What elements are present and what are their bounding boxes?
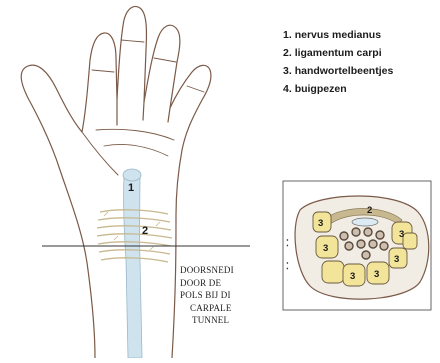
section-label-bone-e: 3: [394, 254, 399, 265]
finger-crease-2: [143, 102, 144, 120]
tendon-2: [352, 228, 360, 236]
section-label-bone-a: 3: [318, 218, 323, 229]
section-label-bone-c: 3: [350, 271, 355, 282]
wrist-cross-section: 2 3 3 3 3 3 3 ⁚ ⁚: [286, 196, 429, 299]
legend-list: 1. nervus medianus 2. ligamentum carpi 3…: [283, 26, 393, 98]
tendon-8: [380, 242, 388, 250]
caption-line-5: TUNNEL: [180, 314, 234, 327]
tendon-1: [340, 232, 348, 240]
palm-crease: [96, 129, 174, 140]
tendon-7: [369, 240, 377, 248]
legend-item-3: 3. handwortelbeentjes: [283, 62, 393, 80]
tendon-9: [362, 251, 370, 259]
hand-label-nerve: 1: [128, 182, 134, 194]
section-left-marks-bottom: ⁚: [286, 261, 289, 271]
section-label-ligament: 2: [367, 205, 372, 216]
legend-item-1: 1. nervus medianus: [283, 26, 393, 44]
legend-item-4: 4. buigpezen: [283, 80, 393, 98]
section-left-marks-top: ⁚: [286, 238, 289, 248]
median-nerve: [123, 169, 142, 358]
caption-line-1: DOORSNEDI: [180, 264, 234, 277]
tendon-6: [357, 240, 365, 248]
section-label-bone-b: 3: [323, 243, 328, 254]
section-label-bone-f: 3: [399, 229, 404, 240]
tendon-5: [345, 242, 353, 250]
knuckle-lines: [92, 40, 204, 92]
section-nerve: [352, 218, 378, 226]
section-label-bone-d: 3: [374, 269, 379, 280]
section-caption: DOORSNEDI DOOR DE POLS BIJ DI CARPALE TU…: [180, 264, 234, 327]
finger-crease-3: [168, 108, 170, 122]
caption-line-3: POLS BIJ DI: [180, 289, 234, 302]
caption-line-4: CARPALE: [180, 302, 234, 315]
hand-label-ligament: 2: [142, 225, 148, 237]
tendon-4: [376, 231, 384, 239]
bone-8: [403, 233, 417, 249]
tendon-3: [364, 228, 372, 236]
caption-line-2: DOOR DE: [180, 277, 234, 290]
legend-item-2: 2. ligamentum carpi: [283, 44, 393, 62]
bone-3: [322, 261, 344, 283]
thenar-crease: [82, 132, 118, 175]
palm-crease-2: [104, 144, 168, 156]
